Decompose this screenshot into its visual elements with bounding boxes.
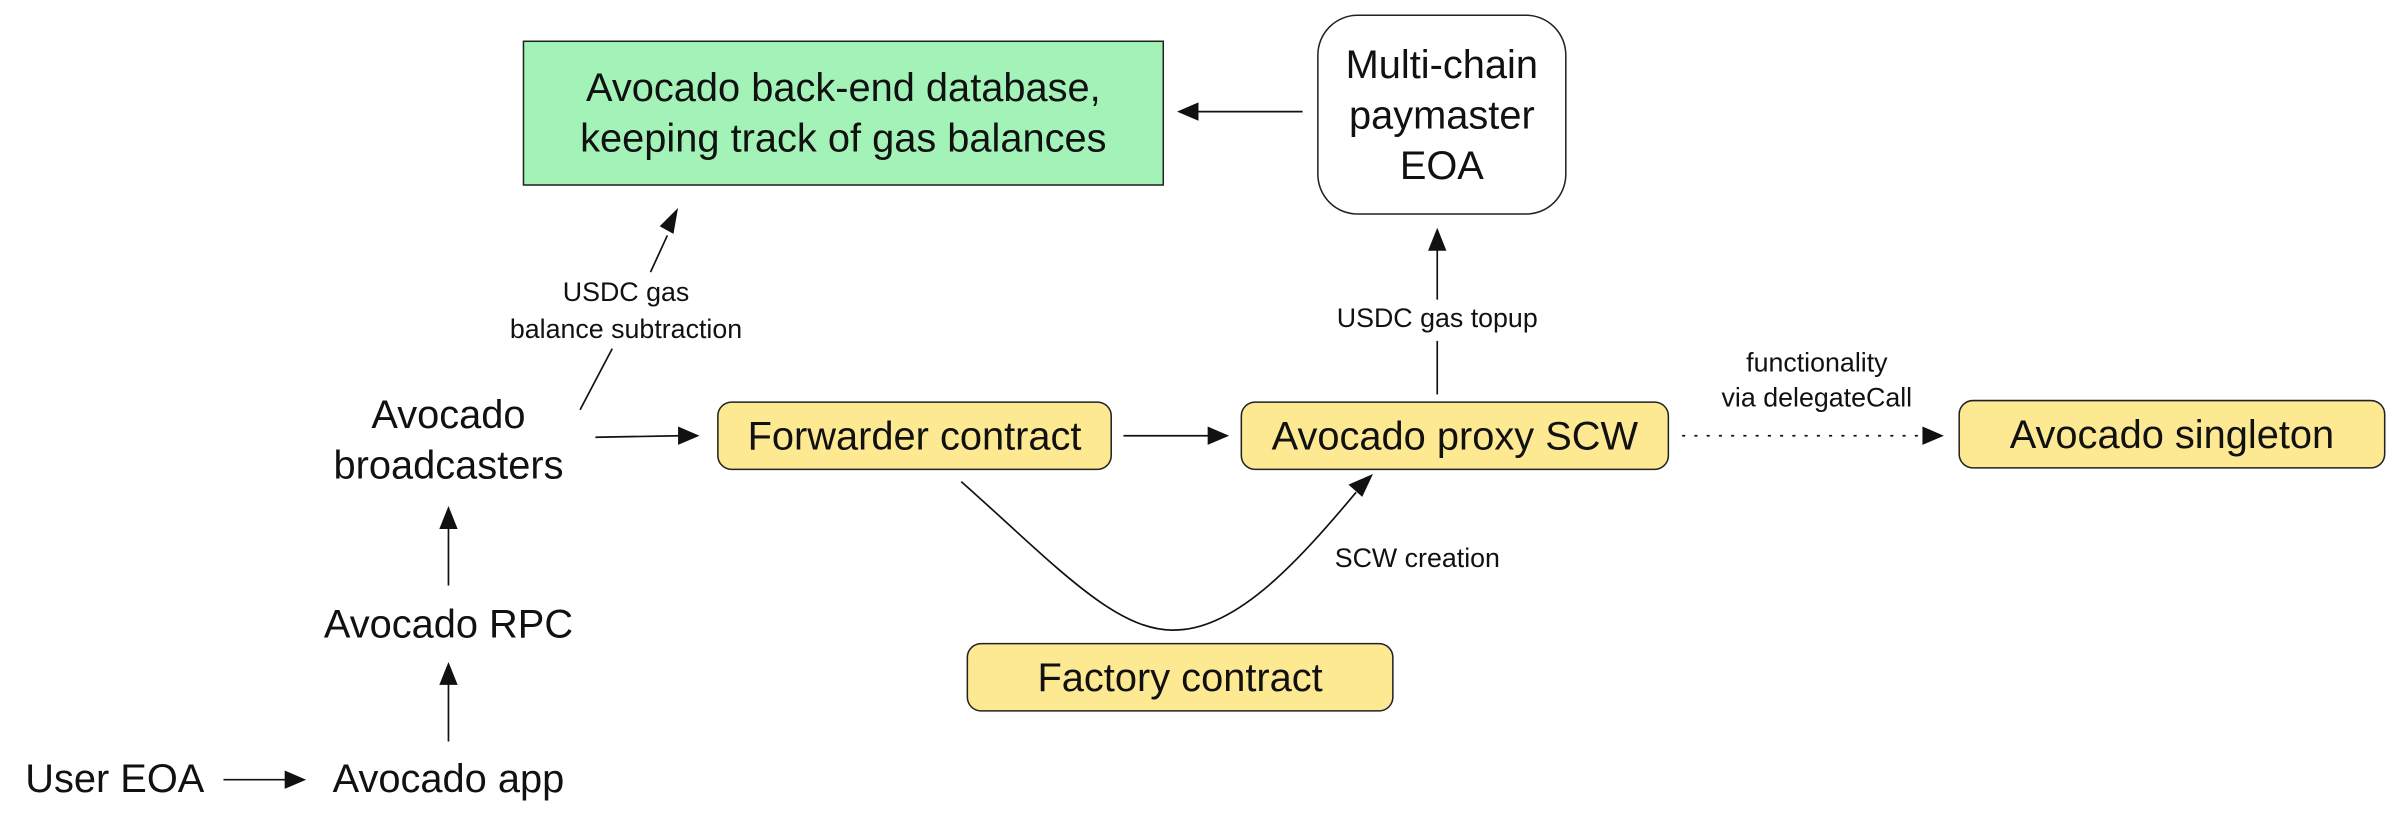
edge-proxy-to-paymaster: USDC gas topup [1337, 227, 1538, 395]
arrowhead-icon [1428, 227, 1447, 251]
edge-label-line-1: functionality [1746, 348, 1888, 378]
arrowhead-icon [439, 506, 458, 529]
factory-box [966, 642, 1394, 712]
node-app: Avocado app [333, 757, 565, 801]
arrowhead-icon [659, 207, 679, 234]
edge-label-line-2: balance subtraction [510, 314, 742, 344]
paymaster-label-line-1: Multi-chain [1346, 43, 1538, 87]
edge-broadcasters-to-database: USDC gas balance subtraction [510, 207, 742, 411]
arrowhead-icon [1177, 102, 1199, 121]
singleton-box [1958, 399, 2386, 469]
arrowhead-icon [1922, 426, 1944, 445]
edge-user-to-app [223, 770, 307, 789]
forwarder-box [717, 401, 1112, 471]
edge-rpc-to-broadcasters [439, 506, 458, 586]
node-proxy: Avocado proxy SCW [1240, 401, 1670, 471]
edge-proxy-to-singleton: functionality via delegateCall [1682, 348, 1944, 445]
proxy-box [1240, 401, 1670, 471]
node-broadcasters: Avocado broadcasters [333, 393, 563, 487]
broadcasters-label-line-2: broadcasters [333, 444, 563, 488]
edge-line [595, 434, 680, 439]
edge-curve [960, 480, 1357, 631]
database-label-line-1: Avocado back-end database, [586, 66, 1101, 110]
arrowhead-icon [1207, 426, 1230, 445]
edge-label: USDC gas topup [1337, 303, 1538, 333]
node-rpc: Avocado RPC [324, 603, 573, 647]
node-database: Avocado back-end database, keeping track… [522, 40, 1165, 186]
node-user: User EOA [25, 757, 205, 801]
node-paymaster: Multi-chain paymaster EOA [1317, 14, 1567, 215]
node-factory: Factory contract [966, 642, 1394, 712]
edge-label-line-1: USDC gas [563, 277, 690, 307]
node-forwarder: Forwarder contract [717, 401, 1112, 471]
edge-app-to-rpc [439, 661, 458, 742]
arrowhead-icon [678, 426, 700, 445]
paymaster-label-line-3: EOA [1400, 144, 1485, 188]
edge-line-lower [579, 348, 613, 411]
edge-broadcasters-to-forwarder [595, 426, 700, 445]
edge-scw-creation: SCW creation [960, 473, 1500, 631]
edge-paymaster-to-database [1177, 102, 1303, 121]
singleton-label: Avocado singleton [2010, 413, 2334, 457]
arrowhead-icon [284, 770, 307, 789]
node-singleton: Avocado singleton [1958, 399, 2386, 469]
database-box [522, 40, 1165, 186]
edge-label: SCW creation [1335, 543, 1500, 573]
database-label-line-2: keeping track of gas balances [580, 116, 1106, 160]
factory-label: Factory contract [1037, 656, 1322, 700]
edge-forwarder-to-proxy [1123, 426, 1230, 445]
edge-label-line-2: via delegateCall [1722, 383, 1913, 413]
arrowhead-icon [1348, 473, 1373, 497]
forwarder-label: Forwarder contract [748, 415, 1082, 459]
arrowhead-icon [439, 661, 458, 685]
proxy-label: Avocado proxy SCW [1272, 415, 1639, 459]
broadcasters-label-line-1: Avocado [371, 393, 525, 437]
paymaster-box [1317, 14, 1567, 215]
edge-line-upper [649, 235, 669, 273]
paymaster-label-line-2: paymaster [1349, 93, 1535, 137]
